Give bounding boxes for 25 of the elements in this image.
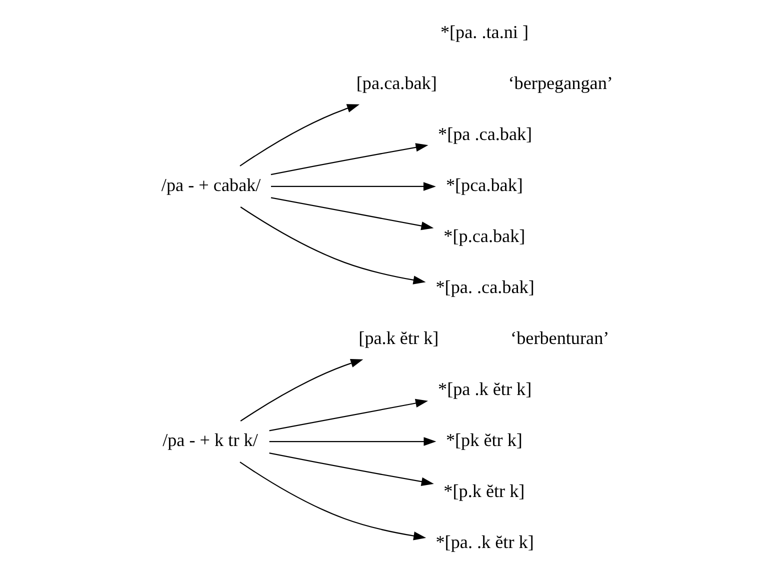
arrow <box>271 182 436 191</box>
node-text: *[pa. .ca.bak] <box>436 276 534 297</box>
node-text: *[p.k ĕtr k] <box>444 480 525 501</box>
arrow <box>240 359 364 422</box>
arrow <box>270 143 428 176</box>
node-text: *[pk ĕtr k] <box>446 430 522 450</box>
node-text: *[p.ca.bak] <box>444 226 526 246</box>
node-text: /pa - + cabak/ <box>161 174 261 195</box>
arrow <box>269 452 434 486</box>
arrow <box>240 462 426 540</box>
node-text: [pa.ca.bak] <box>356 72 437 93</box>
label: *[pa. .ta.ni ] <box>440 22 529 42</box>
arrow <box>270 197 434 230</box>
node-label: ‘berbenturan’ <box>510 328 610 348</box>
node-text: *[pca.bak] <box>446 174 523 195</box>
node-text: /pa - + k tr k/ <box>162 430 258 450</box>
node-text: [pa.k ĕtr k] <box>358 328 439 348</box>
node-text: *[pa .k ĕtr k] <box>438 378 532 399</box>
node-text: *[pa. .k ĕtr k] <box>436 532 534 552</box>
arrow <box>240 104 360 166</box>
arrow <box>269 398 428 432</box>
node-text: *[pa .ca.bak] <box>438 124 532 144</box>
node-label: ‘berpegangan’ <box>508 72 613 93</box>
arrow <box>240 206 426 284</box>
arrow <box>269 437 436 446</box>
